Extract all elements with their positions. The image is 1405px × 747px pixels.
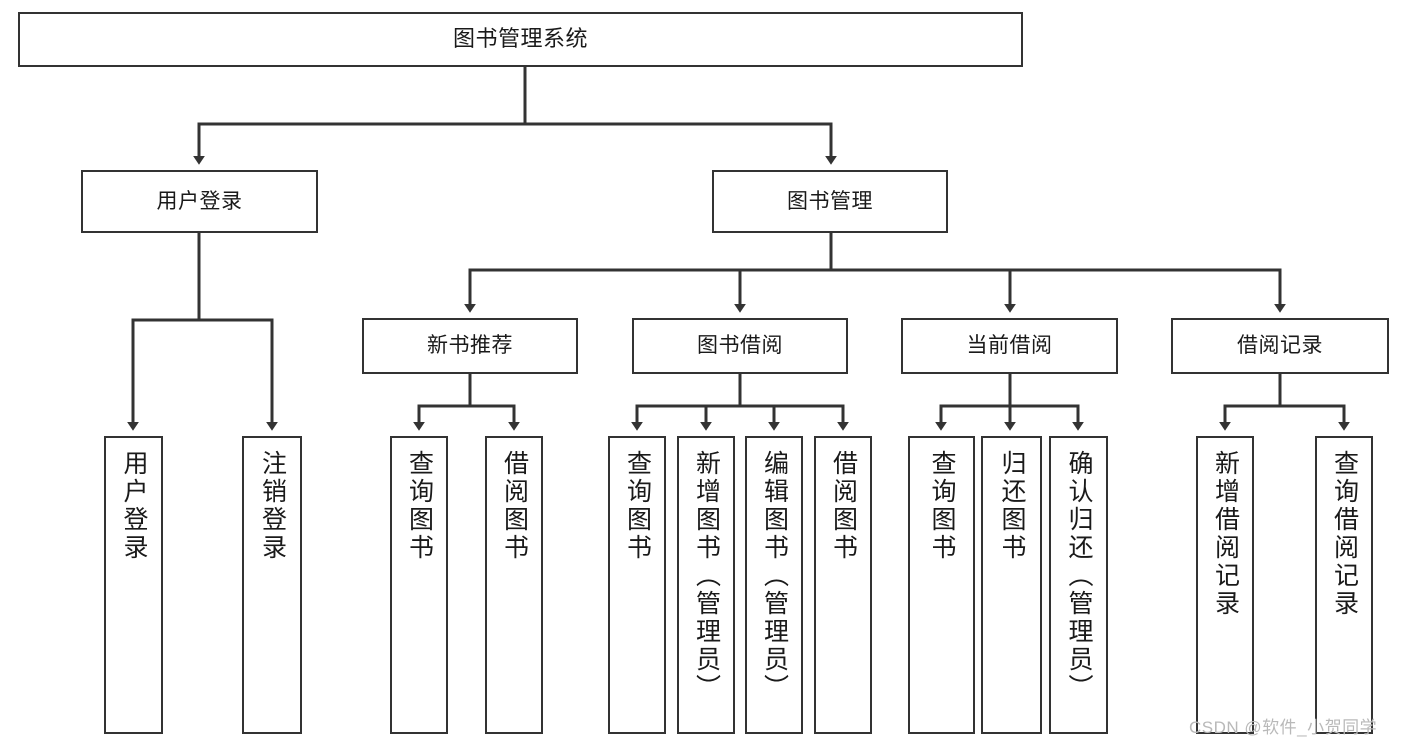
node-label: 查询图书: [928, 450, 956, 562]
leaf-query-book-2[interactable]: 查询图书: [608, 436, 666, 734]
node-new-book-recommend[interactable]: 新书推荐: [362, 318, 578, 374]
node-label: 查询借阅记录: [1330, 450, 1359, 618]
leaf-edit-book[interactable]: 编辑图书（管理员）: [745, 436, 803, 734]
node-label: 图书管理: [787, 189, 873, 213]
node-label: 新书推荐: [427, 334, 513, 358]
node-label: 归还图书: [998, 450, 1026, 562]
node-label: 借阅图书: [500, 450, 529, 562]
leaf-user-login[interactable]: 用户登录: [104, 436, 163, 734]
node-label: 确认归还（管理员）: [1065, 450, 1093, 702]
leaf-query-book-1[interactable]: 查询图书: [390, 436, 448, 734]
node-label: 注销登录: [258, 450, 287, 562]
node-user-login[interactable]: 用户登录: [81, 170, 318, 233]
node-label: 新增图书（管理员）: [692, 450, 721, 702]
node-label: 新增借阅记录: [1211, 450, 1240, 618]
node-book-borrow[interactable]: 图书借阅: [632, 318, 848, 374]
node-label: 图书管理系统: [452, 26, 588, 52]
leaf-logout-login[interactable]: 注销登录: [242, 436, 302, 734]
leaf-add-borrow-record[interactable]: 新增借阅记录: [1196, 436, 1254, 734]
node-current-borrow[interactable]: 当前借阅: [901, 318, 1118, 374]
node-label: 查询图书: [623, 450, 652, 562]
node-label: 借阅记录: [1237, 334, 1323, 358]
leaf-borrow-book-2[interactable]: 借阅图书: [814, 436, 872, 734]
node-label: 借阅图书: [829, 450, 858, 562]
leaf-add-book[interactable]: 新增图书（管理员）: [677, 436, 735, 734]
leaf-query-book-3[interactable]: 查询图书: [908, 436, 975, 734]
node-borrow-record[interactable]: 借阅记录: [1171, 318, 1389, 374]
node-label: 当前借阅: [966, 334, 1053, 358]
node-label: 用户登录: [156, 189, 243, 213]
leaf-borrow-book-1[interactable]: 借阅图书: [485, 436, 543, 734]
node-label: 用户登录: [120, 450, 148, 562]
node-label: 图书借阅: [697, 334, 783, 358]
node-label: 查询图书: [405, 450, 434, 562]
node-book-management[interactable]: 图书管理: [712, 170, 948, 233]
node-label: 编辑图书（管理员）: [760, 450, 789, 702]
leaf-confirm-return[interactable]: 确认归还（管理员）: [1049, 436, 1108, 734]
csdn-watermark: CSDN @软件_小贺同学: [1189, 718, 1378, 737]
leaf-return-book[interactable]: 归还图书: [981, 436, 1042, 734]
leaf-query-borrow-record[interactable]: 查询借阅记录: [1315, 436, 1373, 734]
node-root-book-management-system[interactable]: 图书管理系统: [18, 12, 1023, 67]
